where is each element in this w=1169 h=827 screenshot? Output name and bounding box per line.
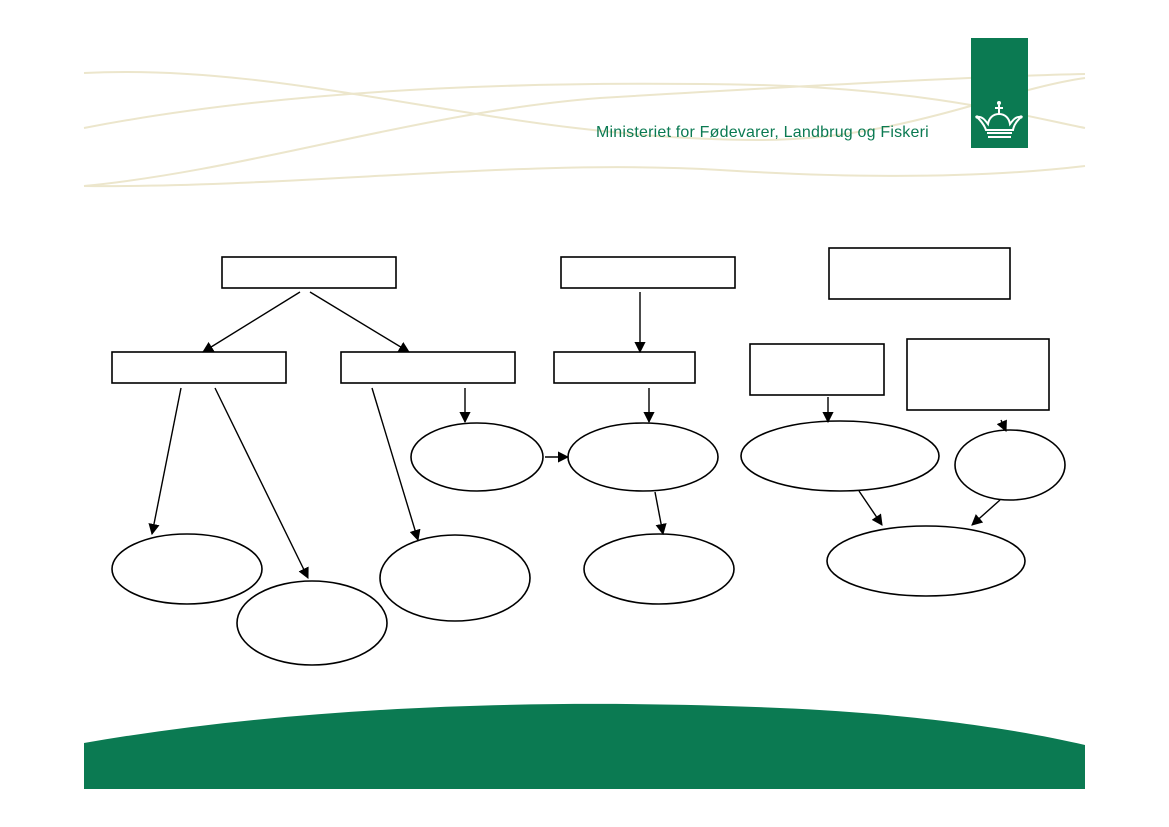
crown-icon: [974, 101, 1024, 138]
box-top-left: [221, 256, 397, 289]
box-top-middle: [560, 256, 736, 289]
edge-mid-1-to-ellipse-2: [214, 387, 309, 580]
ellipse-7: [740, 420, 940, 492]
box-mid-3: [553, 351, 696, 384]
box-mid-5: [906, 338, 1050, 411]
edge-ellipse-7-to-ellipse-9: [858, 490, 883, 526]
edge-mid-1-to-ellipse-1: [148, 387, 182, 536]
box-mid-1: [111, 351, 287, 384]
edge-mid-5-to-ellipse-8: [996, 419, 1007, 433]
edge-top-left-to-mid-2: [309, 291, 410, 353]
edge-ellipse-5-to-ellipse-6: [654, 491, 667, 536]
box-mid-2: [340, 351, 516, 384]
wave-line-4: [83, 165, 1086, 188]
wave-line-3: [83, 73, 1086, 187]
edge-mid-2-to-ellipse-3: [371, 387, 421, 542]
ellipse-4: [410, 422, 544, 492]
ministry-name: Ministeriet for Fødevarer, Landbrug og F…: [596, 124, 929, 141]
ellipse-9: [826, 525, 1026, 597]
box-top-right: [828, 247, 1011, 300]
edge-ellipse-8-to-ellipse-9: [971, 499, 1001, 526]
box-mid-4: [749, 343, 885, 396]
ellipse-8: [954, 429, 1066, 501]
ellipse-3: [379, 534, 531, 622]
ellipse-2: [236, 580, 388, 666]
footer-green-band: [84, 703, 1085, 789]
ministry-logo: [971, 38, 1028, 148]
ellipse-1: [111, 533, 263, 605]
edge-top-left-to-mid-1: [202, 291, 301, 353]
